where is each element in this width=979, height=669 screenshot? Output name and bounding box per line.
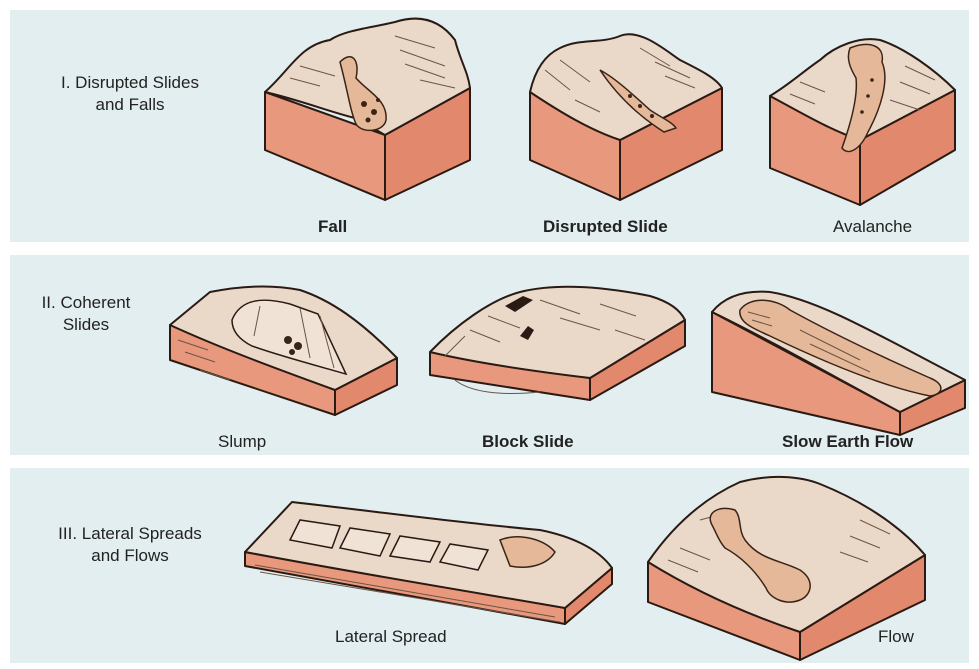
- lateral-spread-block-diagram: [245, 502, 612, 624]
- caption-slump: Slump: [218, 432, 266, 452]
- slump-block-diagram: [170, 286, 397, 415]
- disrupted-slide-block-diagram: [530, 34, 722, 200]
- caption-avalanche: Avalanche: [833, 217, 912, 237]
- slow-earth-flow-block-diagram: [712, 292, 965, 435]
- fall-block-diagram: [265, 19, 470, 200]
- block-slide-block-diagram: [430, 287, 685, 400]
- caption-fall: Fall: [318, 217, 347, 237]
- avalanche-block-diagram: [770, 39, 955, 205]
- caption-block-slide: Block Slide: [482, 432, 574, 452]
- caption-lateral-spread: Lateral Spread: [335, 627, 447, 647]
- caption-slow-earth-flow: Slow Earth Flow: [782, 432, 913, 452]
- caption-flow: Flow: [878, 627, 914, 647]
- caption-disrupted-slide: Disrupted Slide: [543, 217, 668, 237]
